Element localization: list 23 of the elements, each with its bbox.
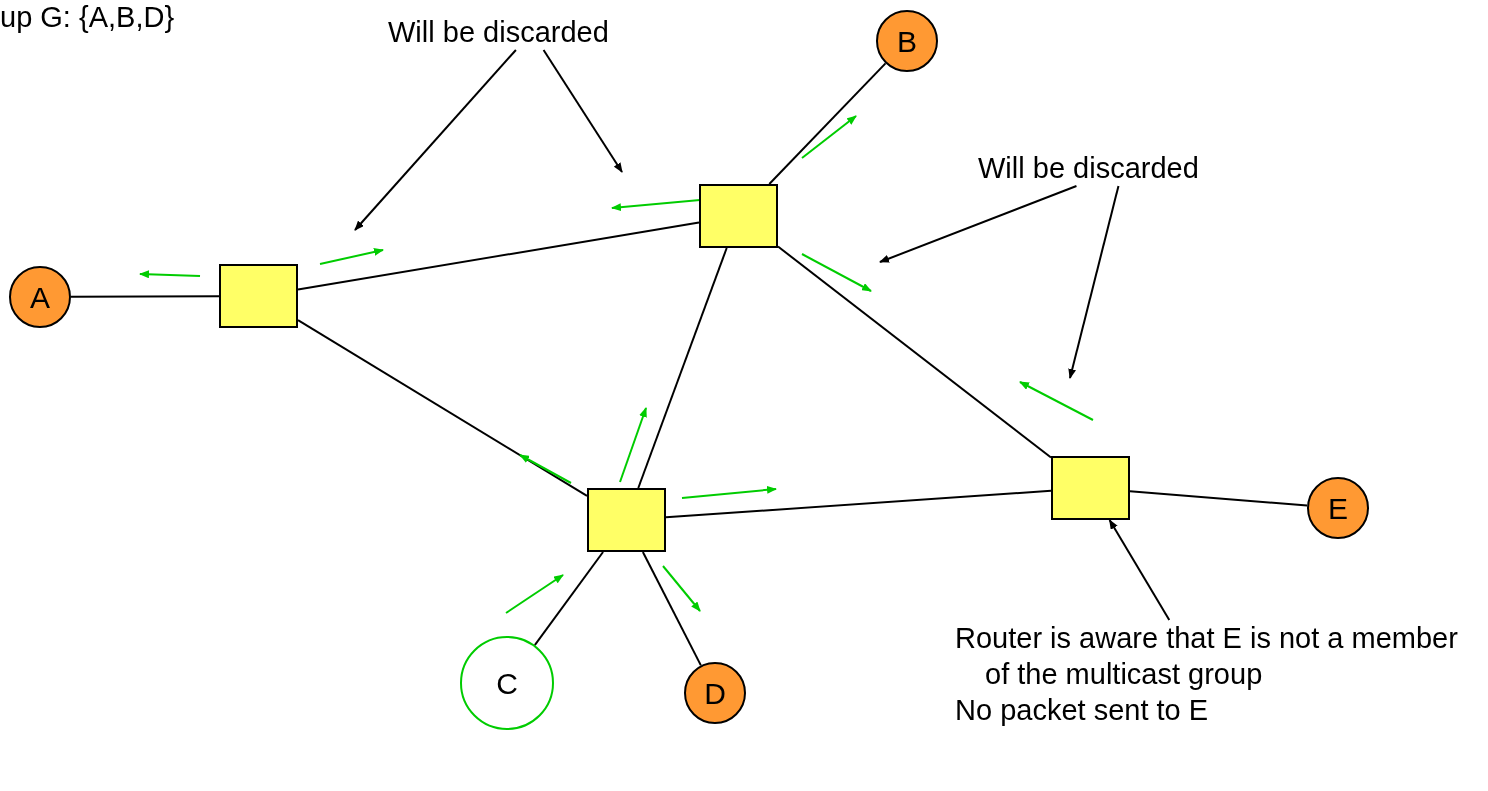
network-link: [665, 489, 1052, 519]
network-link: [777, 245, 1052, 459]
note-text: Router is aware that E is not a member of the multicast group: [955, 621, 1459, 692]
network-link: [297, 221, 700, 291]
network-link: [1129, 490, 1309, 507]
note-text: Will be discarded: [978, 151, 1200, 186]
router-box: [699, 184, 778, 248]
note-text: Will be discarded: [388, 15, 610, 50]
network-link: [637, 247, 728, 489]
leader-line: [1068, 185, 1120, 379]
leader-line: [542, 49, 623, 173]
leader-line: [879, 185, 1078, 263]
router-box: [587, 488, 666, 552]
network-link: [768, 62, 887, 185]
note-text: No packet sent to E: [955, 693, 1210, 728]
group-label: up G: {A,B,D}: [0, 0, 175, 34]
network-link: [70, 295, 220, 298]
router-box: [219, 264, 298, 328]
leader-line: [1108, 519, 1171, 621]
leader-line: [354, 49, 517, 231]
network-link: [533, 551, 605, 647]
network-link: [297, 319, 588, 497]
router-box: [1051, 456, 1130, 520]
